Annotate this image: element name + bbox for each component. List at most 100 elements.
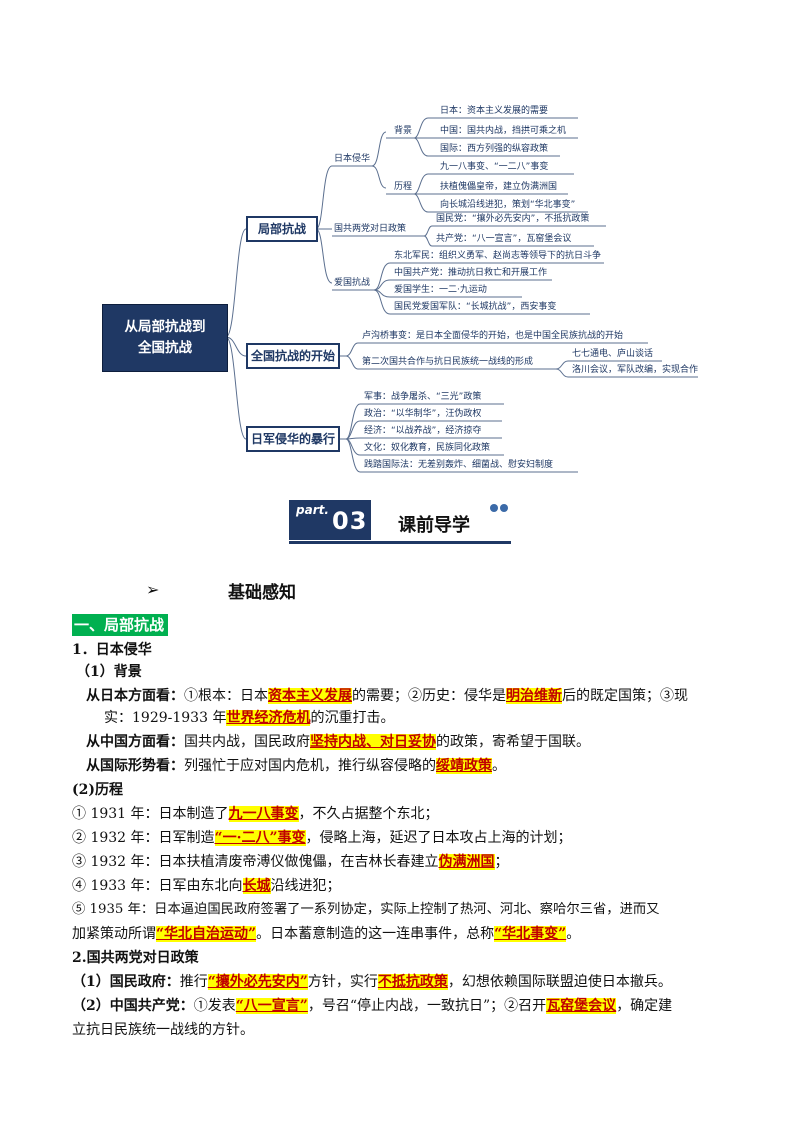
mindmap-item: 军事：战争屠杀、“三光”政策	[364, 392, 482, 402]
text: ① 1931 年：日本制造了	[72, 806, 229, 822]
label: 从国际形势看：	[86, 758, 184, 774]
mindmap-branch-local: 局部抗战	[246, 216, 318, 242]
label: 从日本方面看：	[86, 688, 184, 704]
highlight: 瓦窑堡会议	[546, 998, 617, 1014]
mindmap-item: 卢沟桥事变：是日本全面侵华的开始，也是中国全民族抗战的开始	[362, 331, 624, 341]
text: 的需要；②历史：侵华是	[352, 688, 506, 704]
section-title: 一、局部抗战	[72, 614, 169, 636]
mindmap-root-line2: 全国抗战	[138, 340, 192, 356]
paragraph: 实：1929-1933 年世界经济危机的沉重打击。	[104, 708, 394, 728]
mindmap-item: 九一八事变、“一二八”事变	[440, 162, 549, 172]
label: 从中国方面看：	[86, 734, 184, 750]
mindmap-item: 日本：资本主义发展的需要	[440, 106, 549, 116]
text: 后的既定国策；③现	[562, 688, 688, 704]
text: ，侵略上海，延迟了日本攻占上海的计划；	[305, 830, 572, 846]
highlight: 坚持内战、对日妥协	[310, 734, 436, 750]
paragraph: 从中国方面看：国共内战，国民政府坚持内战、对日妥协的政策，寄希望于国联。	[86, 732, 590, 752]
text: ③ 1932 年：日本扶植清废帝溥仪做傀儡，在吉林长春建立	[72, 854, 439, 870]
part-number: 03	[332, 507, 368, 535]
text: ，确定建	[616, 998, 673, 1014]
text: 实：1929-1933 年	[104, 710, 227, 726]
text: 沿线进犯；	[270, 878, 341, 894]
highlight: 资本主义发展	[268, 688, 352, 704]
paragraph: （2）中国共产党：①发表“八一宣言”，号召“停止内战，一致抗日”；②召开瓦窑堡会…	[72, 996, 672, 1016]
paragraph: 立抗日民族统一战线的方针。	[72, 1020, 254, 1040]
subsection-title: （1）背景	[76, 664, 142, 680]
highlight: “华北事变”	[494, 926, 567, 942]
text: 。	[492, 758, 506, 774]
mindmap-item: 文化：奴化教育，民族同化政策	[364, 443, 491, 453]
text: ，不久占据整个东北；	[298, 806, 439, 822]
highlight: “华北自治运动”	[156, 926, 257, 942]
text: ② 1932 年：日军制造	[72, 830, 215, 846]
mindmap-item: 政治：“以华制华”，汪伪政权	[364, 409, 482, 419]
mindmap-lines	[225, 117, 698, 473]
text: 。	[566, 926, 581, 942]
mindmap-root: 从局部抗战到 全国抗战	[102, 304, 228, 372]
label: （2）中国共产党：	[72, 998, 194, 1014]
text: ，幻想依赖国际联盟迫使日本撤兵。	[447, 974, 672, 990]
section-heading: 基础感知	[228, 583, 296, 603]
text: 推行	[179, 974, 208, 990]
mindmap-item: 践踏国际法：无差别轰炸、细菌战、慰安妇制度	[364, 460, 554, 470]
mindmap-sub-invasion: 日本侵华	[334, 154, 371, 164]
paragraph: 从日本方面看：①根本：日本资本主义发展的需要；②历史：侵华是明治维新后的既定国策…	[86, 686, 688, 706]
subsection-title: 2.国共两党对日政策	[72, 950, 199, 966]
highlight: 伪满洲国	[438, 854, 495, 870]
highlight: 九一八事变	[228, 806, 299, 822]
paragraph: ④ 1933 年：日军由东北向长城沿线进犯；	[72, 876, 341, 896]
text: 的政策，寄希望于国联。	[436, 734, 590, 750]
banner-title: 课前导学	[398, 515, 470, 536]
mindmap-branch-national: 全国抗战的开始	[246, 343, 340, 369]
paragraph: ⑤ 1935 年：日本逼迫国民政府签署了一系列协定，实际上控制了热河、河北、察哈…	[72, 900, 659, 920]
part-badge	[289, 500, 371, 540]
text: 的沉重打击。	[310, 710, 395, 726]
mindmap-item: 东北军民：组织义勇军、赵尚志等领导下的抗日斗争	[394, 251, 602, 261]
paragraph: 从国际形势看：列强忙于应对国内危机，推行纵容侵略的绥靖政策。	[86, 756, 506, 776]
mindmap-item: 国际：西方列强的纵容政策	[440, 144, 549, 154]
highlight: 长城	[242, 878, 271, 894]
mindmap-root-line1: 从局部抗战到	[124, 319, 206, 335]
mindmap-sub-background: 背景	[394, 126, 413, 136]
highlight: 世界经济危机	[226, 710, 311, 726]
mindmap-item: 经济：“以战养战”，经济掠夺	[364, 426, 482, 436]
text: ①发表	[193, 998, 236, 1014]
mindmap-branch-atrocity: 日军侵华的暴行	[246, 426, 340, 452]
text: ；	[494, 854, 509, 870]
mindmap-item: 国民党爱国军队：“长城抗战”，西安事变	[394, 302, 557, 312]
mindmap-sub-policy: 国共两党对日政策	[334, 224, 407, 234]
mindmap-item: 七七通电、庐山谈话	[572, 349, 654, 359]
highlight: 明治维新	[506, 688, 562, 704]
mindmap-item: 扶植傀儡皇帝，建立伪满洲国	[440, 182, 558, 192]
mindmap-item: 爱国学生：一二·九运动	[394, 285, 487, 295]
arrow-bullet-icon: ➢	[146, 580, 160, 599]
paragraph: 加紧策动所谓“华北自治运动”。日本蓄意制造的这一连串事件，总称“华北事变”。	[72, 924, 580, 944]
banner-underline	[289, 541, 511, 544]
mindmap-item: 洛川会议，军队改编，实现合作	[572, 365, 699, 375]
paragraph: ③ 1932 年：日本扶植清废帝溥仪做傀儡，在吉林长春建立伪满洲国；	[72, 852, 509, 872]
mindmap-item: 中国：国共内战，挡拱可乘之机	[440, 126, 567, 136]
mindmap-sub-patriotic: 爱国抗战	[334, 278, 371, 288]
subsection-title: 1．日本侵华	[72, 642, 152, 658]
decor-dot-icon	[500, 504, 508, 512]
highlight: “攘外必先安内”	[207, 974, 308, 990]
mindmap-item: 第二次国共合作与抗日民族统一战线的形成	[362, 357, 534, 367]
text: ④ 1933 年：日军由东北向	[72, 878, 243, 894]
text: ①根本：日本	[184, 688, 268, 704]
paragraph: （1）国民政府：推行“攘外必先安内”方针，实行不抵抗政策，幻想依赖国际联盟迫使日…	[72, 972, 672, 992]
highlight: “八一宣言”	[235, 998, 308, 1014]
part-label: part.	[296, 503, 329, 517]
highlight: 绥靖政策	[436, 758, 492, 774]
paragraph: ② 1932 年：日军制造“一·二八”事变，侵略上海，延迟了日本攻占上海的计划；	[72, 828, 572, 848]
text: 立抗日民族统一战线的方针。	[72, 1022, 254, 1038]
mindmap-item: 中国共产党：推动抗日救亡和开展工作	[394, 268, 548, 278]
text: 国共内战，国民政府	[184, 734, 310, 750]
text: 列强忙于应对国内危机，推行纵容侵略的	[184, 758, 436, 774]
highlight: 不抵抗政策	[377, 974, 448, 990]
text: ⑤ 1935 年：日本逼迫国民政府签署了一系列协定，实际上控制了热河、河北、察哈…	[72, 902, 660, 917]
text: ，号召“停止内战，一致抗日”；②召开	[307, 998, 547, 1014]
paragraph: ① 1931 年：日本制造了九一八事变，不久占据整个东北；	[72, 804, 439, 824]
subsection-title: (2)历程	[72, 782, 123, 798]
highlight: “一·二八”事变	[214, 830, 306, 846]
mindmap-sub-process: 历程	[394, 182, 413, 192]
